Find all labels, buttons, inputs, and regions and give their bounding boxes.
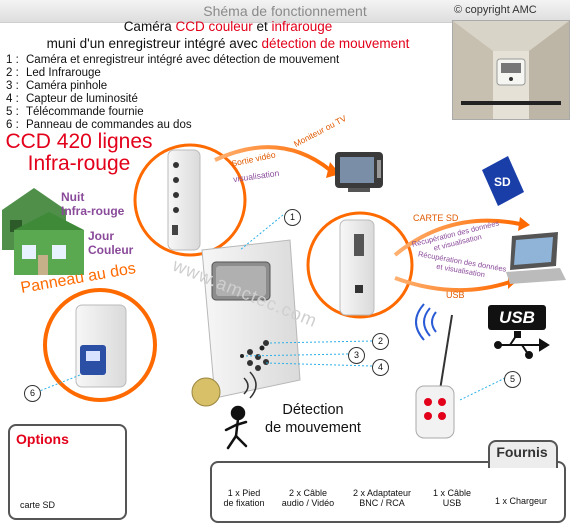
tv-monitor-icon: [335, 152, 383, 192]
sd-card-label: CARTE SD: [413, 213, 459, 223]
callout-6: 6: [24, 385, 41, 402]
sd-card-icon: SD: [482, 156, 524, 206]
callout-5: 5: [504, 371, 521, 388]
options-box: [8, 424, 127, 520]
usb-logo: USB: [488, 305, 546, 330]
options-title: Options: [16, 431, 69, 447]
included-items-title: Fournis: [496, 444, 548, 460]
page-title: Shéma de fonctionnement: [203, 3, 367, 19]
feature-item: 5 :Télécommande fournie: [6, 106, 144, 118]
included-items-box: [210, 461, 566, 523]
feature-item: 4 :Capteur de luminosité: [6, 93, 138, 105]
ccd-heading: CCD 420 lignes Infra-rouge: [5, 130, 153, 175]
included-items-tab: [488, 440, 558, 468]
included-item-charger: 1 x Chargeur: [494, 496, 548, 506]
feature-item: 6 :Panneau de commandes au dos: [6, 119, 192, 131]
feature-item: 1 :Caméra et enregistreur intégré avec d…: [6, 54, 340, 66]
feature-list: 1 :Caméra et enregistreur intégré avec d…: [6, 54, 339, 132]
callout-1: 1: [284, 209, 301, 226]
arrow-usb: [394, 276, 511, 293]
intro-caption: Caméra CCD couleur et infrarouge muni d'…: [46, 19, 410, 51]
options-sd-label: carte SD: [20, 500, 56, 510]
day-house-image: [14, 212, 84, 275]
svg-text:SD: SD: [494, 175, 511, 189]
header-bar: [0, 0, 570, 23]
feature-item: 3 :Caméra pinhole: [6, 80, 108, 92]
arrow-sd: [393, 218, 521, 257]
walking-person-icon: [224, 405, 248, 450]
usb-label: USB: [446, 290, 465, 300]
arrow-video-out: [214, 145, 332, 172]
installed-camera-photo: [452, 20, 570, 120]
feature-item: 2 :Led Infrarouge: [6, 67, 101, 79]
main-camera: [201, 239, 301, 399]
coin-for-scale: [191, 377, 221, 407]
callout-2: 2: [372, 333, 389, 350]
remote-control: [415, 314, 455, 439]
callout-4: 4: [372, 359, 389, 376]
copyright-label: © copyright AMC: [454, 4, 537, 16]
laptop-icon: [506, 232, 566, 284]
usb-symbol-icon: [494, 331, 550, 359]
callout-3: 3: [348, 347, 365, 364]
